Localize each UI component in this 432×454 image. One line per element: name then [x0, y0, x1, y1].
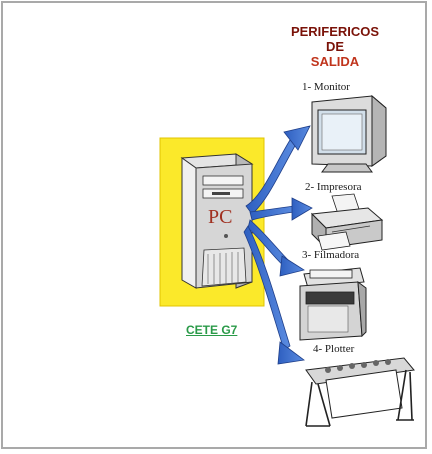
pc-tower-icon	[180, 153, 254, 289]
footer-label: CETE G7	[186, 323, 238, 337]
film-recorder-icon	[299, 267, 367, 341]
arrow-to-filmadora	[247, 219, 306, 277]
peripheral-label-monitor: 1- Monitor	[302, 81, 350, 93]
monitor-icon	[311, 94, 387, 173]
arrow-to-plotter	[243, 225, 306, 365]
peripheral-label-filmadora: 3- Filmadora	[302, 249, 360, 261]
output-arrows	[243, 125, 313, 365]
arrow-to-printer	[249, 197, 313, 221]
arrow-to-monitor	[245, 125, 311, 215]
plotter-icon	[305, 357, 415, 427]
title-line-2: DE	[325, 39, 345, 54]
peripheral-label-plotter: 4- Plotter	[313, 343, 355, 355]
printer-icon	[310, 193, 384, 251]
title-line-3: SALIDA	[310, 54, 360, 69]
diagram-title: PERIFERICOS DE SALIDA	[282, 24, 388, 69]
peripheral-label-printer: 2- Impresora	[305, 181, 362, 193]
title-line-1: PERIFERICOS	[290, 24, 380, 39]
pc-label: PC	[208, 206, 233, 228]
